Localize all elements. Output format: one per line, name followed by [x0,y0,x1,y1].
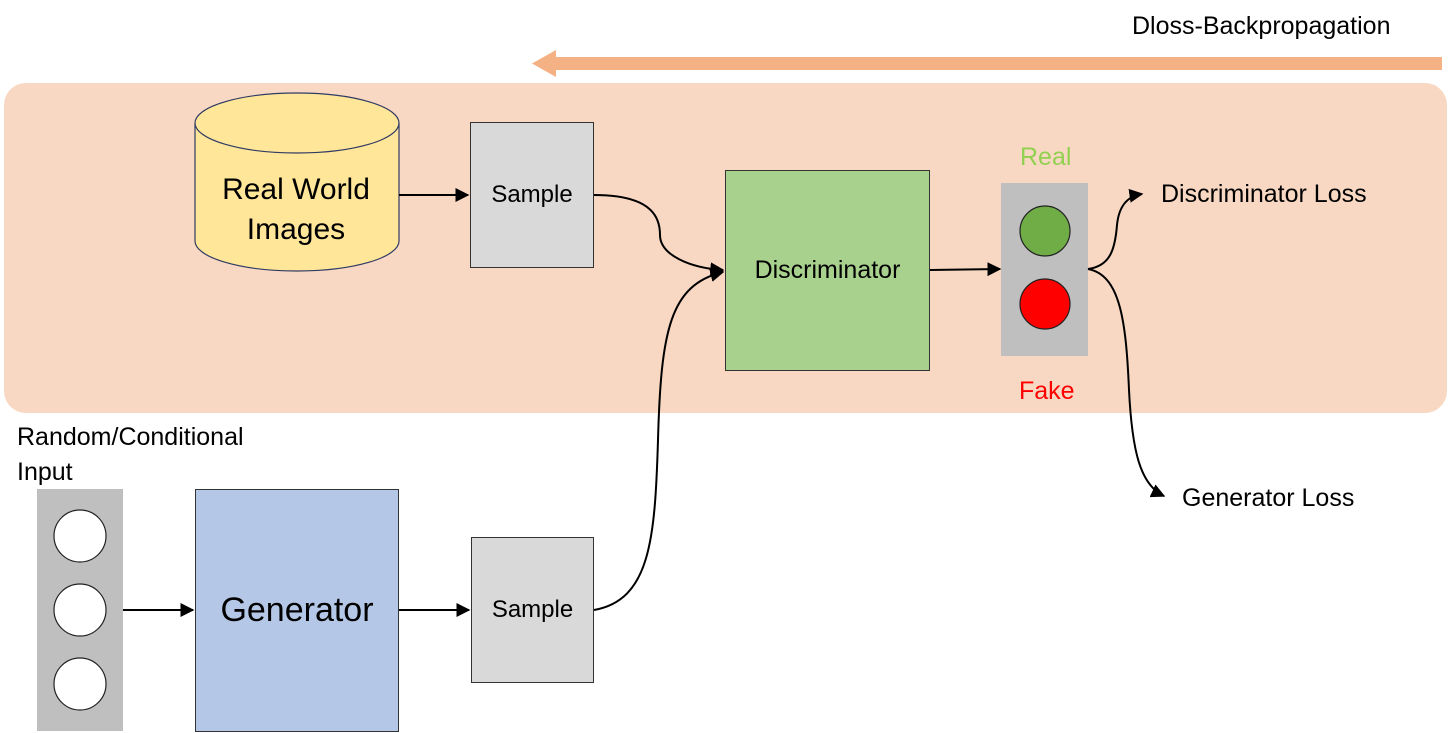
sample-generated-box: Sample [471,537,594,683]
real-world-images-line1: Real World [222,173,370,206]
generator-loss-label: Generator Loss [1182,484,1355,512]
backprop-arrow [532,50,1442,77]
fake-label: Fake [1019,377,1075,405]
sample-real-box: Sample [470,122,594,268]
backprop-label: Dloss-Backpropagation [1132,12,1391,40]
real-world-images-line2: Images [246,213,346,246]
discriminator-box: Discriminator [725,170,930,371]
input-node-icon [53,657,107,711]
input-node-icon [53,509,107,563]
input-label-line1: Random/Conditional [17,423,244,451]
input-column [37,489,123,731]
sample-generated-label: Sample [491,596,574,623]
real-label: Real [1020,143,1072,171]
sample-real-label: Sample [491,181,573,208]
input-label-line2: Input [17,458,73,486]
discriminator-loss-label: Discriminator Loss [1161,180,1367,208]
real-world-images-label: Real World Images [196,170,396,250]
discriminator-label: Discriminator [754,256,901,284]
generator-box: Generator [195,489,399,732]
input-node-icon [53,583,107,637]
generator-label: Generator [220,591,374,629]
